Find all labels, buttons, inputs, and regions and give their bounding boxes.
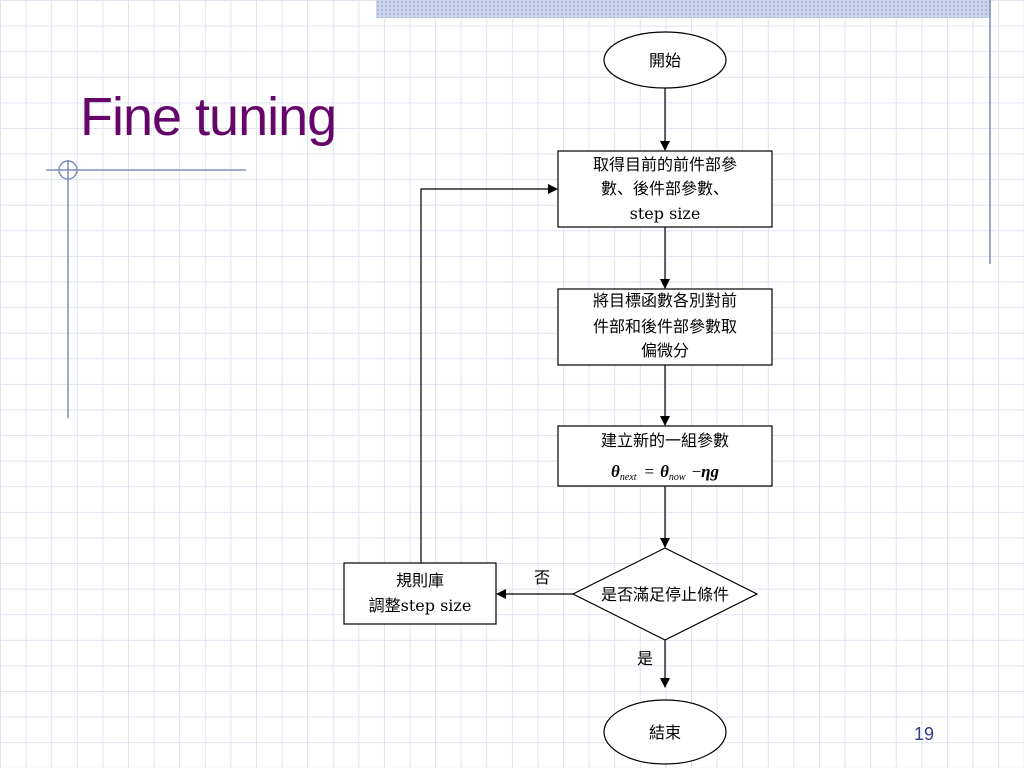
decor-circle (58, 160, 78, 180)
formula-sub-next: next (620, 472, 637, 483)
step2-line2: 件部和後件部參數取 (593, 317, 737, 336)
step3-label: 建立新的一組參數 (601, 431, 729, 450)
no-label: 否 (534, 568, 550, 587)
formula-eta-g: ηg (701, 462, 719, 481)
page-number: 19 (914, 724, 935, 744)
rule-line1: 規則庫 (396, 571, 444, 590)
slide-title: Fine tuning (80, 87, 337, 147)
formula-equals: = (644, 462, 654, 481)
yes-label: 是 (637, 649, 653, 668)
step3-box (557, 425, 773, 487)
top-decorative-band (376, 0, 990, 18)
end-label: 結束 (649, 723, 681, 742)
end-terminal (603, 699, 727, 765)
formula-sub-now: now (669, 472, 686, 483)
rule-box (343, 562, 497, 625)
step1-line3: step size (630, 204, 701, 223)
formula-theta-1: θ (611, 462, 620, 481)
step2-line3: 偏微分 (641, 341, 689, 360)
formula-minus: − (692, 462, 702, 481)
step2-box (557, 288, 773, 366)
decision-label: 是否滿足停止條件 (601, 585, 729, 604)
arrow-rule-loop-to-step1 (420, 184, 558, 563)
update-formula: θnext=θnow−ηg (611, 462, 720, 483)
step1-line1: 取得目前的前件部參 (593, 155, 737, 174)
step2-line1: 將目標函數各別對前 (593, 291, 737, 310)
step1-line2: 數、後件部參數、 (601, 179, 729, 198)
formula-theta-2: θ (660, 462, 669, 481)
step1-box (557, 150, 773, 228)
rule-line2: 調整step size (369, 596, 472, 615)
start-label: 開始 (649, 51, 681, 70)
